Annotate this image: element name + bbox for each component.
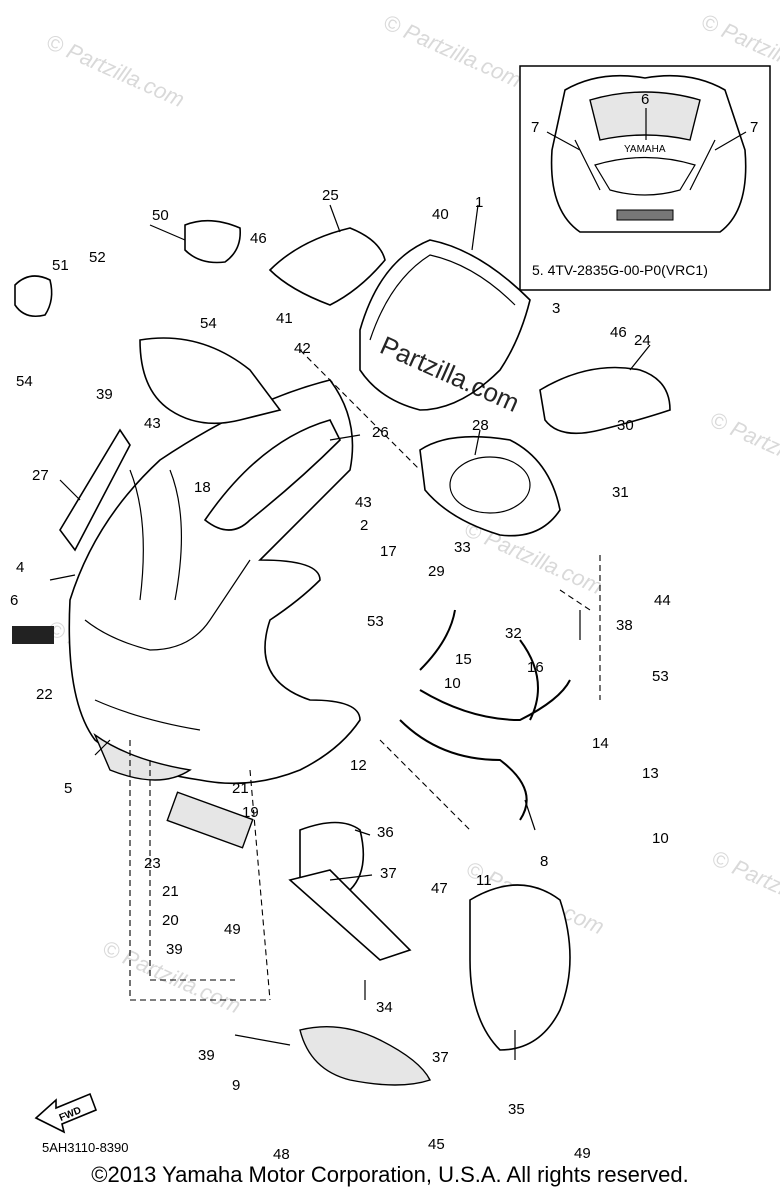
emblem-drawing: [12, 626, 54, 644]
callout: 4: [16, 559, 24, 576]
callout: 46: [250, 230, 267, 247]
dashed-guides: [129, 349, 601, 1001]
windscreen-drawing: [359, 239, 531, 411]
callout: 41: [276, 310, 293, 327]
callout: 53: [652, 668, 669, 685]
callout: 11: [476, 872, 492, 889]
callout: 10: [444, 675, 461, 692]
callout: 12: [350, 757, 367, 774]
watermark: © Partzilla.com: [380, 9, 526, 92]
callout: 10: [652, 830, 669, 847]
callout: 19: [242, 804, 259, 821]
callout: 39: [198, 1047, 215, 1064]
callout: 32: [505, 625, 522, 642]
callout: 34: [376, 999, 393, 1016]
callout: 26: [372, 424, 389, 441]
callout: 46: [610, 324, 627, 341]
callout: 37: [432, 1049, 449, 1066]
callout: 22: [36, 686, 53, 703]
watermark: © Partzilla.com: [708, 845, 780, 928]
copyright-notice: ©2013 Yamaha Motor Corporation, U.S.A. A…: [91, 1162, 689, 1187]
inner-panel-drawing: [203, 419, 341, 531]
callout: 37: [380, 865, 397, 882]
callout: 45: [428, 1136, 445, 1153]
callout: 8: [540, 853, 548, 870]
reflector-drawing: [166, 791, 254, 849]
callout: 47: [431, 880, 448, 897]
callout: 54: [16, 373, 33, 390]
callout: 52: [89, 249, 106, 266]
callout: 29: [428, 563, 445, 580]
callout: 44: [654, 592, 671, 609]
callout: 51: [52, 257, 69, 274]
callout: 50: [152, 207, 169, 224]
callout: 24: [634, 332, 651, 349]
callout: 21: [232, 780, 249, 797]
callout: 5: [64, 780, 72, 797]
intake-drawing: [299, 1026, 431, 1086]
callout: 15: [455, 651, 472, 668]
callout: 49: [224, 921, 241, 938]
diagram-code: 5AH3110-8390: [42, 1140, 129, 1155]
callout: 28: [472, 417, 489, 434]
callout: 35: [508, 1101, 525, 1118]
watermark: © Partzilla.com: [706, 407, 780, 490]
callout: 7: [531, 119, 539, 136]
callout: 14: [592, 735, 609, 752]
callout-labels: 1 2 3 4 5 6 8 9 10 10 11 12 13 14 15 16 …: [10, 187, 671, 1163]
callout: 30: [617, 417, 634, 434]
inset-caption: 5. 4TV-2835G-00-P0(VRC1): [532, 262, 708, 278]
callout: 49: [574, 1145, 591, 1162]
callout: 18: [194, 479, 211, 496]
callout: 20: [162, 912, 179, 929]
callout: 53: [367, 613, 384, 630]
callout: 36: [377, 824, 394, 841]
callout: 39: [166, 941, 183, 958]
callout: 13: [642, 765, 659, 782]
callout: 39: [96, 386, 113, 403]
callout: 40: [432, 206, 449, 223]
callout: 1: [475, 194, 483, 211]
meter-panel-drawing: [419, 435, 561, 537]
callout: 48: [273, 1146, 290, 1163]
leader-lines: [49, 204, 651, 1060]
callout: 25: [322, 187, 339, 204]
callout: 16: [527, 659, 544, 676]
callout: 7: [750, 119, 758, 136]
mirror-right-drawing: [184, 219, 242, 264]
top-cover-drawing: [268, 227, 386, 306]
callout: 43: [144, 415, 161, 432]
mirror-left-drawing: [14, 275, 53, 318]
inset-windscreen-drawing: YAMAHA: [546, 74, 747, 233]
callout: 6: [641, 91, 649, 108]
watermark: © Partzilla.com: [43, 29, 189, 112]
callout: 33: [454, 539, 471, 556]
callout: 27: [32, 467, 49, 484]
stay-drawing: [399, 609, 571, 821]
callout: 2: [360, 517, 368, 534]
callout: 31: [612, 484, 629, 501]
side-panel-drawing: [139, 337, 282, 425]
callout: 17: [380, 543, 397, 560]
side-cowling-drawing: [539, 366, 671, 435]
duct-tube-drawing: [288, 869, 412, 961]
inset-emblem: YAMAHA: [624, 144, 666, 155]
callout: 9: [232, 1077, 240, 1094]
callout: 23: [144, 855, 161, 872]
callout: 54: [200, 315, 217, 332]
callout: 6: [10, 592, 18, 609]
callout: 43: [355, 494, 372, 511]
lower-cover-drawing: [469, 884, 571, 1051]
callout: 38: [616, 617, 633, 634]
callout: 3: [552, 300, 560, 317]
callout: 21: [162, 883, 179, 900]
callout: 42: [294, 340, 311, 357]
fwd-arrow-icon: FWD: [34, 1092, 98, 1134]
